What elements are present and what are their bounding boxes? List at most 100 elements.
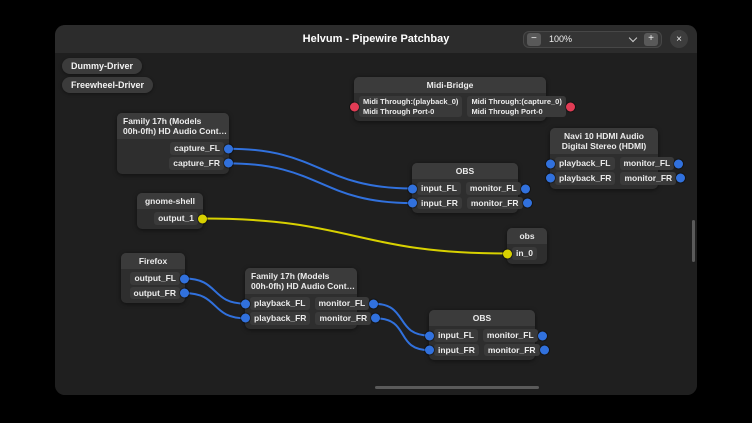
port-monitor_FR[interactable]: monitor_FR	[315, 312, 381, 325]
port-dot[interactable]	[408, 184, 417, 193]
port-dot[interactable]	[674, 159, 684, 169]
port-monitor_FL[interactable]: monitor_FL	[482, 329, 547, 342]
node-gnome-shell[interactable]: gnome-shell output_1	[137, 193, 207, 229]
chevron-down-icon	[628, 33, 638, 43]
port-monitor_FR[interactable]: monitor_FR	[466, 196, 532, 210]
titlebar[interactable]: Helvum - Pipewire Patchbay − 100% + ×	[55, 25, 697, 54]
port-row: playback_FL monitor_FL	[546, 156, 684, 171]
port-playback_FR[interactable]: playback_FR	[241, 312, 311, 325]
port-output_FR[interactable]: output_FR	[129, 286, 189, 300]
port-row: Midi Through:(playback_0)Midi Through Po…	[350, 95, 575, 118]
zoom-level-dropdown[interactable]: 100%	[541, 33, 644, 44]
port-dot[interactable]	[180, 274, 189, 283]
port-output_1[interactable]: output_1	[154, 212, 207, 225]
port-input_FR[interactable]: input_FR	[425, 343, 479, 357]
cable[interactable]	[375, 317, 430, 352]
cable[interactable]	[228, 162, 413, 205]
node-title: OBS	[429, 310, 535, 327]
port-dot[interactable]	[520, 184, 530, 193]
port-row: output_FL	[121, 271, 189, 286]
port-dot[interactable]	[539, 345, 549, 355]
port-dot[interactable]	[546, 159, 555, 169]
node-freewheel-driver[interactable]: Freewheel-Driver	[62, 77, 154, 93]
cable[interactable]	[228, 147, 413, 190]
port-row: playback_FL monitor_FL	[241, 296, 379, 311]
port-monitor_FL[interactable]: monitor_FL	[619, 157, 684, 170]
port-row: capture_FR	[117, 156, 233, 171]
node-title: obs	[507, 228, 547, 245]
port-row: playback_FR monitor_FR	[241, 311, 381, 326]
port-Midi Through:(playback_0)[interactable]: Midi Through:(playback_0)Midi Through Po…	[350, 96, 463, 117]
zoom-out-button[interactable]: −	[526, 32, 541, 46]
port-in_0[interactable]: in_0	[503, 247, 538, 260]
port-capture_FL[interactable]: capture_FL	[170, 142, 233, 155]
port-dot[interactable]	[537, 331, 547, 340]
cable[interactable]	[184, 292, 246, 320]
port-playback_FL[interactable]: playback_FL	[241, 297, 310, 310]
port-dot[interactable]	[425, 345, 434, 355]
titlebar-controls: − 100% + ×	[522, 30, 697, 48]
cable[interactable]	[373, 302, 430, 337]
port-dot[interactable]	[546, 173, 555, 183]
vertical-scrollbar[interactable]	[692, 220, 695, 262]
port-dot[interactable]	[522, 198, 532, 208]
node-title: gnome-shell	[137, 193, 203, 210]
zoom-level-value: 100%	[548, 34, 572, 44]
port-dot[interactable]	[408, 198, 417, 208]
port-dot[interactable]	[224, 158, 233, 168]
port-monitor_FR[interactable]: monitor_FR	[483, 343, 549, 357]
port-dot[interactable]	[180, 288, 189, 298]
port-dot[interactable]	[224, 144, 233, 154]
port-playback_FL[interactable]: playback_FL	[546, 157, 615, 170]
port-dot[interactable]	[503, 249, 512, 258]
cable[interactable]	[184, 277, 246, 305]
zoom-in-button[interactable]: +	[644, 32, 658, 46]
port-input_FR[interactable]: input_FR	[408, 196, 462, 210]
cable[interactable]	[202, 217, 508, 255]
port-input_FL[interactable]: input_FL	[425, 329, 478, 342]
port-row: input_FL monitor_FL	[425, 328, 547, 343]
port-dot[interactable]	[425, 331, 434, 340]
port-dot[interactable]	[241, 313, 250, 323]
horizontal-scrollbar[interactable]	[375, 386, 539, 389]
zoom-control-group: − 100% +	[522, 30, 662, 48]
node-title: OBS	[412, 163, 518, 180]
port-monitor_FR[interactable]: monitor_FR	[620, 172, 686, 185]
port-Midi Through:(capture_0)[interactable]: Midi Through:(capture_0)Midi Through Por…	[467, 96, 575, 117]
port-dot[interactable]	[241, 299, 250, 309]
port-dot[interactable]	[350, 102, 359, 112]
close-button[interactable]: ×	[670, 30, 688, 48]
port-monitor_FL[interactable]: monitor_FL	[465, 182, 530, 195]
node-obs-small[interactable]: obs in_0	[503, 228, 547, 264]
port-row: output_FR	[121, 286, 189, 301]
port-output_FL[interactable]: output_FL	[130, 272, 189, 285]
port-dot[interactable]	[198, 214, 207, 223]
port-row: input_FL monitor_FL	[408, 181, 530, 196]
node-title: Firefox	[121, 253, 185, 270]
port-dot[interactable]	[371, 313, 381, 323]
port-dot[interactable]	[676, 173, 686, 183]
port-monitor_FL[interactable]: monitor_FL	[314, 297, 379, 310]
port-row: input_FR monitor_FR	[408, 196, 532, 211]
port-row: capture_FL	[117, 141, 233, 156]
node-dummy-driver[interactable]: Dummy-Driver	[62, 58, 143, 74]
port-dot[interactable]	[369, 299, 379, 309]
port-dot[interactable]	[565, 102, 575, 112]
port-playback_FR[interactable]: playback_FR	[546, 172, 616, 185]
app-window: Helvum - Pipewire Patchbay − 100% + × Du…	[55, 25, 697, 395]
port-input_FL[interactable]: input_FL	[408, 182, 461, 195]
port-capture_FR[interactable]: capture_FR	[169, 157, 233, 170]
cables-layer	[184, 147, 508, 352]
